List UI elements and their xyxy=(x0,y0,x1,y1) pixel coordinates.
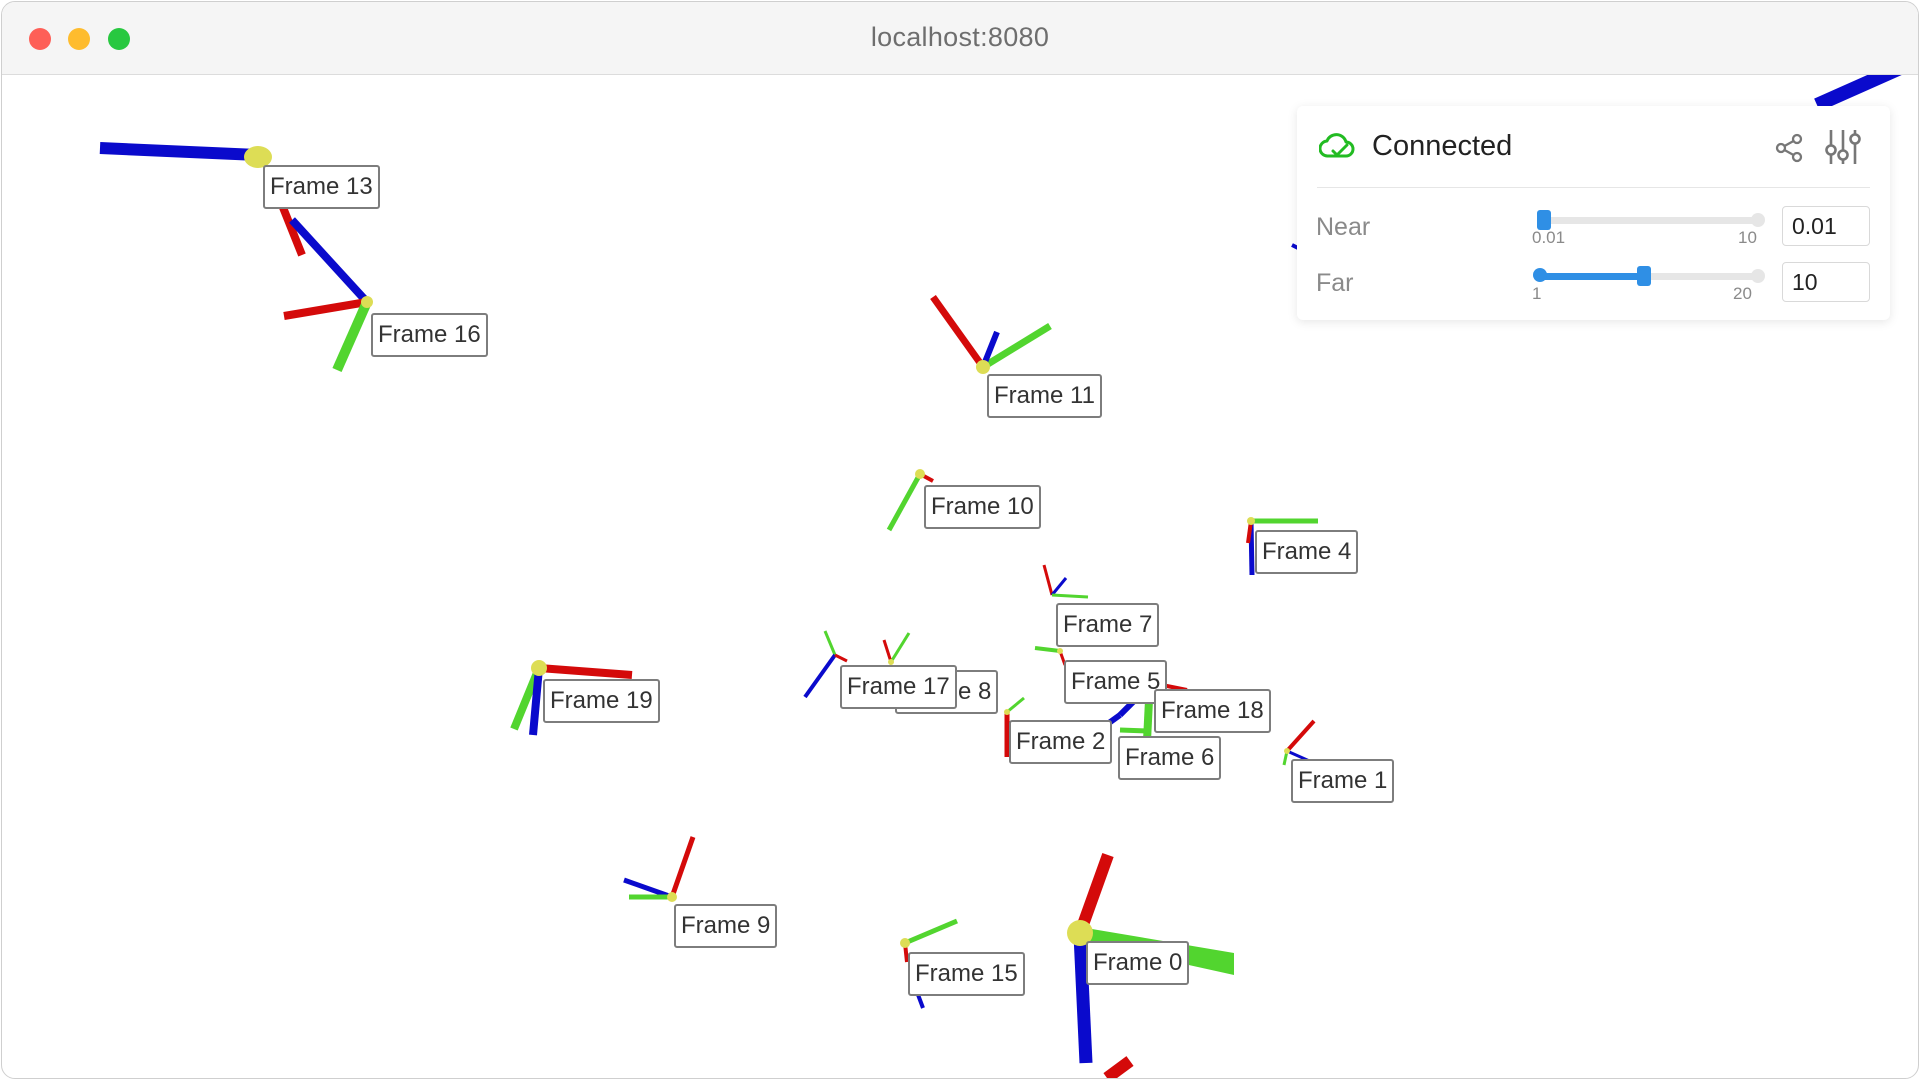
frame-9-x-axis xyxy=(669,836,696,898)
minimize-window-button[interactable] xyxy=(68,28,90,50)
panel-header: Connected xyxy=(1297,106,1890,186)
frame-9-origin xyxy=(667,892,677,902)
maximize-window-button[interactable] xyxy=(108,28,130,50)
frame-11-origin xyxy=(976,360,990,374)
viewer-control-panel: Connected Near 0.0 xyxy=(1297,106,1890,320)
frame-11-y-axis xyxy=(981,323,1052,370)
frame-7-y-axis xyxy=(1051,593,1089,599)
frame-label: Frame 16 xyxy=(371,313,488,357)
frame-label: Frame 15 xyxy=(908,952,1025,996)
far-slider[interactable] xyxy=(1533,266,1765,286)
frame-17-x-axis xyxy=(834,653,848,663)
frame-label: Frame 5 xyxy=(1064,660,1168,704)
frame-0-x-axis xyxy=(1074,852,1114,936)
near-slider-end xyxy=(1751,213,1765,227)
frame-6-y-axis xyxy=(1143,699,1153,742)
frame-17-z-axis xyxy=(803,653,837,699)
frame-label: Frame 19 xyxy=(543,679,660,723)
frame-2-y-axis xyxy=(1006,696,1025,714)
frame-label: Frame 6 xyxy=(1118,736,1222,780)
frame-axes-canvas[interactable] xyxy=(2,75,1918,1078)
frame-19-x-axis xyxy=(538,664,633,679)
frame-16-x-axis xyxy=(283,298,368,320)
frame-0-x2-axis xyxy=(1103,1056,1134,1078)
frame-label: Frame 11 xyxy=(987,374,1102,418)
frame-10-y-axis xyxy=(886,472,923,532)
title-bar: localhost:8080 xyxy=(2,2,1918,75)
far-label: Far xyxy=(1316,269,1354,297)
far-slider-end xyxy=(1751,269,1765,283)
frame-label: Frame 9 xyxy=(674,904,778,948)
far-max-label: 20 xyxy=(1733,284,1752,303)
frame-5-origin xyxy=(1057,648,1063,654)
frame-5-y-axis xyxy=(1034,646,1061,653)
near-max-label: 10 xyxy=(1738,228,1757,247)
frame-13-z2-axis xyxy=(289,217,370,305)
frame-4-origin xyxy=(1247,517,1255,525)
near-label: Near xyxy=(1316,213,1371,241)
frame-9-z-axis xyxy=(623,877,673,900)
connection-status: Connected xyxy=(1372,130,1513,162)
share-icon[interactable] xyxy=(1774,133,1804,163)
frame-16-y-axis xyxy=(332,299,372,373)
far-slider-fill xyxy=(1538,273,1644,280)
frame-8-y-axis xyxy=(889,632,911,663)
frame-15-y-axis xyxy=(904,918,958,946)
frame-label: Frame 18 xyxy=(1154,689,1271,733)
frame-17-y-axis xyxy=(823,630,837,656)
panel-divider xyxy=(1317,187,1870,188)
frame-label: Frame 0 xyxy=(1086,941,1190,985)
frame-7-z-axis xyxy=(1050,577,1068,596)
frame-8-origin xyxy=(888,659,894,665)
frame-15-origin xyxy=(900,938,910,948)
frame-8-x-axis xyxy=(882,639,893,663)
frame-13-origin xyxy=(244,146,272,168)
frame-label: Frame 17 xyxy=(840,665,957,709)
frame-19-z-axis xyxy=(529,667,543,736)
frame-16-origin xyxy=(361,296,373,308)
close-window-button[interactable] xyxy=(29,28,51,50)
frame-13-x-axis xyxy=(278,203,306,257)
frame-label: Frame 13 xyxy=(263,165,380,209)
near-slider[interactable] xyxy=(1537,210,1765,230)
window-url: localhost:8080 xyxy=(870,22,1050,52)
frame-13-z-axis xyxy=(99,142,258,161)
frame-7-x-axis xyxy=(1042,564,1054,596)
frame-label: Frame 7 xyxy=(1056,603,1160,647)
3d-viewport[interactable]: Frame 13 Frame 16 Frame 11 Frame 10 Fram… xyxy=(2,75,1918,1078)
near-min-label: 0.01 xyxy=(1532,228,1566,247)
far-min-label: 1 xyxy=(1532,284,1542,303)
frame-19-origin xyxy=(531,660,547,676)
frame-edge-z-axis xyxy=(1814,75,1902,112)
frame-label: Frame 2 xyxy=(1009,720,1113,764)
frame-label: Frame 4 xyxy=(1255,530,1359,574)
frame-2-origin xyxy=(1004,709,1010,715)
far-slider-thumb[interactable] xyxy=(1636,266,1651,286)
frame-10-origin xyxy=(915,469,925,479)
frame-0-z-axis xyxy=(1073,934,1093,1064)
near-value-input[interactable] xyxy=(1782,206,1870,246)
frame-0-origin xyxy=(1067,920,1093,946)
frame-1-x-axis xyxy=(1285,719,1316,753)
far-value-input[interactable] xyxy=(1782,262,1870,302)
sliders-icon[interactable] xyxy=(1824,128,1862,166)
cloud-check-icon xyxy=(1319,133,1355,158)
frame-1-origin xyxy=(1284,748,1290,754)
near-slider-thumb[interactable] xyxy=(1537,210,1551,230)
frame-label: Frame 1 xyxy=(1291,759,1395,803)
far-slider-start xyxy=(1533,268,1547,282)
frame-label: Frame 10 xyxy=(924,485,1041,529)
frame-11-x-axis xyxy=(930,294,986,370)
